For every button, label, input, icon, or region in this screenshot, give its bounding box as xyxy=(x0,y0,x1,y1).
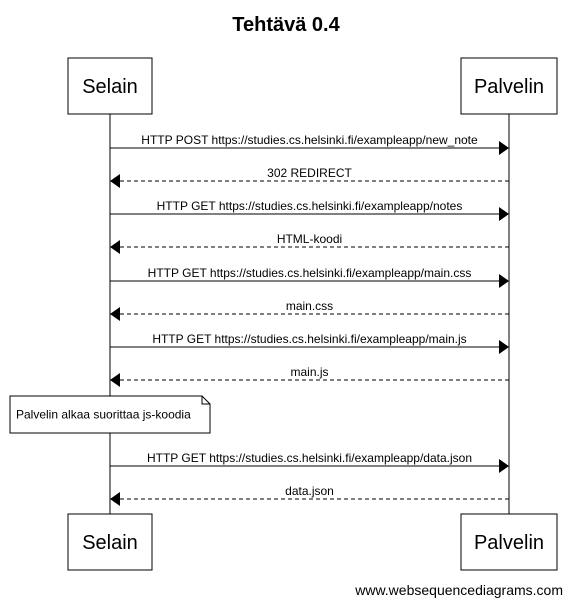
participant-box-palvelin-top xyxy=(460,57,558,115)
participants-bottom: Selain Palvelin xyxy=(67,513,558,571)
diagram-title: Tehtävä 0.4 xyxy=(232,14,340,36)
message-1: 302 REDIRECT xyxy=(110,166,509,188)
message-4: HTTP GET https://studies.cs.helsinki.fi/… xyxy=(110,266,509,288)
arrow-head-icon xyxy=(499,207,509,221)
note-label: Palvelin alkaa suorittaa js-koodia xyxy=(16,408,191,422)
participant-box-palvelin-bottom xyxy=(460,513,558,571)
arrow-head-icon xyxy=(110,492,120,506)
participant-box-selain-bottom xyxy=(67,513,153,571)
arrow-head-icon xyxy=(110,240,120,254)
participant-label-palvelin-bottom: Palvelin xyxy=(474,532,544,554)
arrow-head-icon xyxy=(110,174,120,188)
message-label: HTTP GET https://studies.cs.helsinki.fi/… xyxy=(152,332,466,346)
note-8: Palvelin alkaa suorittaa js-koodia xyxy=(9,395,211,434)
participants-top: Selain Palvelin xyxy=(67,57,558,115)
arrow-head-icon xyxy=(499,141,509,155)
footer-watermark: www.websequencediagrams.com xyxy=(354,582,563,598)
message-label: main.css xyxy=(286,299,333,313)
participant-box-selain-top xyxy=(67,57,153,115)
message-label: HTTP GET https://studies.cs.helsinki.fi/… xyxy=(148,266,472,280)
message-3: HTML-koodi xyxy=(110,232,509,254)
participant-label-palvelin-top: Palvelin xyxy=(474,76,544,98)
message-0: HTTP POST https://studies.cs.helsinki.fi… xyxy=(110,133,509,155)
participant-label-selain-bottom: Selain xyxy=(82,532,138,554)
sequence-events: HTTP POST https://studies.cs.helsinki.fi… xyxy=(9,133,509,506)
message-label: HTML-koodi xyxy=(277,232,342,246)
arrow-head-icon xyxy=(110,373,120,387)
message-2: HTTP GET https://studies.cs.helsinki.fi/… xyxy=(110,199,509,221)
message-10: data.json xyxy=(110,484,509,506)
message-label: HTTP GET https://studies.cs.helsinki.fi/… xyxy=(157,199,463,213)
arrow-head-icon xyxy=(499,459,509,473)
message-6: HTTP GET https://studies.cs.helsinki.fi/… xyxy=(110,332,509,354)
note-fold-corner xyxy=(201,396,210,405)
note-box xyxy=(9,395,211,434)
participant-label-selain-top: Selain xyxy=(82,76,138,98)
arrow-head-icon xyxy=(110,307,120,321)
message-9: HTTP GET https://studies.cs.helsinki.fi/… xyxy=(110,451,509,473)
arrow-head-icon xyxy=(499,340,509,354)
message-label: HTTP POST https://studies.cs.helsinki.fi… xyxy=(141,133,478,147)
message-label: main.js xyxy=(290,365,328,379)
message-7: main.js xyxy=(110,365,509,387)
message-5: main.css xyxy=(110,299,509,321)
message-label: 302 REDIRECT xyxy=(267,166,352,180)
message-label: HTTP GET https://studies.cs.helsinki.fi/… xyxy=(147,451,472,465)
arrow-head-icon xyxy=(499,274,509,288)
message-label: data.json xyxy=(285,484,334,498)
